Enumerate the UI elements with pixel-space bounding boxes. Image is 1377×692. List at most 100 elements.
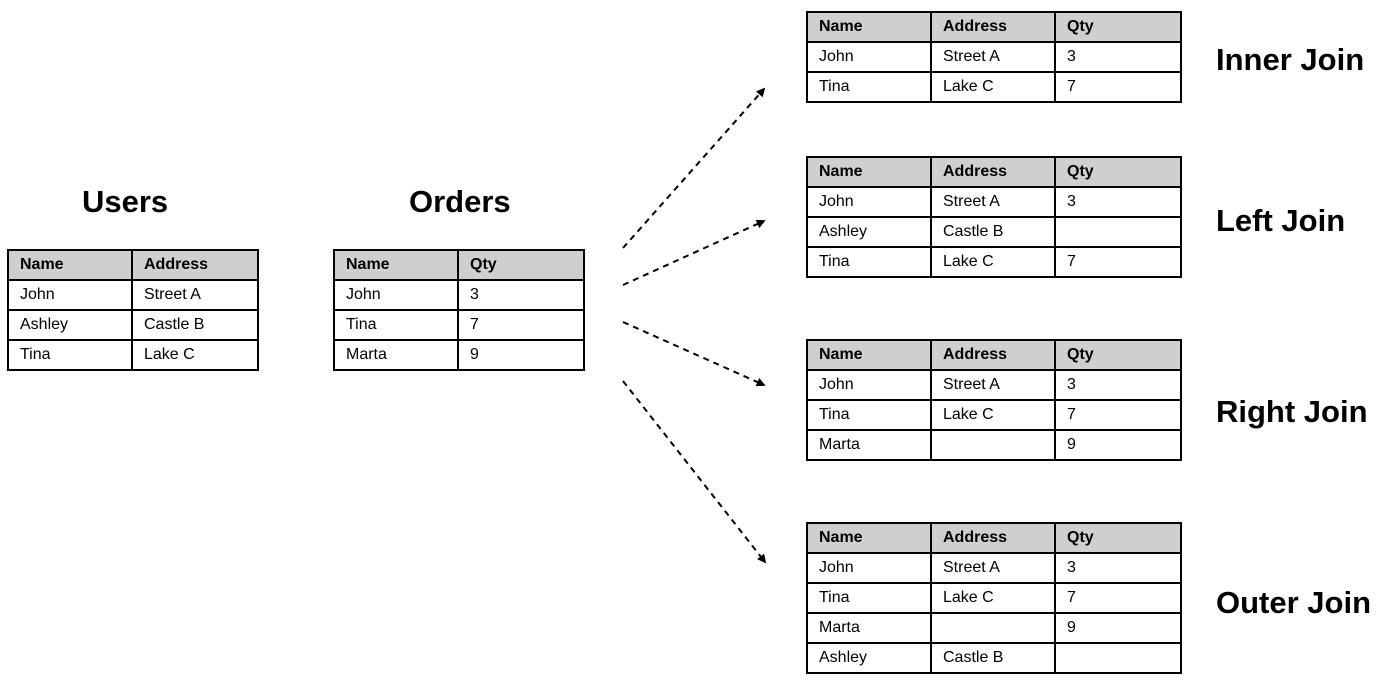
users-table: Name Address John Street A Ashley Castle… bbox=[7, 249, 259, 371]
table-cell bbox=[930, 612, 1056, 644]
column-header: Name bbox=[806, 156, 932, 188]
column-header: Qty bbox=[457, 249, 585, 281]
table-cell: Marta bbox=[333, 339, 459, 371]
column-header: Qty bbox=[1054, 339, 1182, 371]
table-cell bbox=[1054, 642, 1182, 674]
table-header-row: Name Address Qty bbox=[806, 339, 1182, 371]
column-header: Name bbox=[333, 249, 459, 281]
arrow-right-join bbox=[622, 321, 766, 387]
table-row: John Street A 3 bbox=[806, 552, 1182, 584]
table-row: Marta 9 bbox=[806, 612, 1182, 644]
table-cell: Street A bbox=[930, 41, 1056, 73]
right-join-table: Name Address Qty John Street A 3 Tina La… bbox=[806, 339, 1182, 461]
inner-join-table: Name Address Qty John Street A 3 Tina La… bbox=[806, 11, 1182, 103]
table-row: Ashley Castle B bbox=[806, 216, 1182, 248]
right-join-label: Right Join bbox=[1216, 394, 1368, 429]
table-cell: Ashley bbox=[806, 642, 932, 674]
table-row: Ashley Castle B bbox=[7, 309, 259, 341]
users-title: Users bbox=[82, 184, 169, 219]
table-cell: 3 bbox=[1054, 41, 1182, 73]
table-row: John Street A bbox=[7, 279, 259, 311]
table-cell: Street A bbox=[930, 552, 1056, 584]
table-header-row: Name Qty bbox=[333, 249, 585, 281]
table-header-row: Name Address Qty bbox=[806, 522, 1182, 554]
table-row: Tina Lake C 7 bbox=[806, 71, 1182, 103]
table-cell: Street A bbox=[930, 186, 1056, 218]
table-cell: Lake C bbox=[930, 71, 1056, 103]
orders-title: Orders bbox=[409, 184, 511, 219]
column-header: Address bbox=[131, 249, 259, 281]
table-cell: Ashley bbox=[806, 216, 932, 248]
table-header-row: Name Address bbox=[7, 249, 259, 281]
arrow-outer-join bbox=[622, 380, 767, 564]
table-cell: 3 bbox=[1054, 552, 1182, 584]
outer-join-label: Outer Join bbox=[1216, 585, 1372, 620]
left-join-table: Name Address Qty John Street A 3 Ashley … bbox=[806, 156, 1182, 278]
table-cell: Lake C bbox=[930, 399, 1056, 431]
outer-join-table: Name Address Qty John Street A 3 Tina La… bbox=[806, 522, 1182, 674]
table-cell: 7 bbox=[1054, 399, 1182, 431]
table-cell: 9 bbox=[1054, 612, 1182, 644]
table-cell: Street A bbox=[131, 279, 259, 311]
table-cell: 3 bbox=[457, 279, 585, 311]
column-header: Name bbox=[806, 522, 932, 554]
table-row: Tina Lake C 7 bbox=[806, 246, 1182, 278]
table-cell: Castle B bbox=[131, 309, 259, 341]
column-header: Address bbox=[930, 11, 1056, 43]
table-row: Tina 7 bbox=[333, 309, 585, 341]
table-cell: 7 bbox=[457, 309, 585, 341]
column-header: Address bbox=[930, 156, 1056, 188]
table-cell: Ashley bbox=[7, 309, 133, 341]
table-row: Marta 9 bbox=[333, 339, 585, 371]
column-header: Qty bbox=[1054, 156, 1182, 188]
table-cell: John bbox=[333, 279, 459, 311]
inner-join-label: Inner Join bbox=[1216, 42, 1365, 77]
column-header: Address bbox=[930, 522, 1056, 554]
orders-table: Name Qty John 3 Tina 7 Marta 9 bbox=[333, 249, 585, 371]
table-cell: 9 bbox=[1054, 429, 1182, 461]
arrow-left-join bbox=[622, 219, 766, 286]
table-cell: 7 bbox=[1054, 71, 1182, 103]
table-cell: Tina bbox=[7, 339, 133, 371]
table-cell bbox=[1054, 216, 1182, 248]
table-row: Tina Lake C 7 bbox=[806, 399, 1182, 431]
table-cell: Tina bbox=[806, 71, 932, 103]
table-cell bbox=[930, 429, 1056, 461]
table-cell: Tina bbox=[806, 582, 932, 614]
table-cell: John bbox=[7, 279, 133, 311]
table-cell: Tina bbox=[333, 309, 459, 341]
column-header: Qty bbox=[1054, 11, 1182, 43]
table-cell: 3 bbox=[1054, 186, 1182, 218]
table-cell: Marta bbox=[806, 612, 932, 644]
table-cell: Castle B bbox=[930, 642, 1056, 674]
table-cell: Tina bbox=[806, 399, 932, 431]
table-cell: Marta bbox=[806, 429, 932, 461]
table-row: Tina Lake C bbox=[7, 339, 259, 371]
table-cell: Castle B bbox=[930, 216, 1056, 248]
table-cell: Street A bbox=[930, 369, 1056, 401]
column-header: Name bbox=[806, 339, 932, 371]
column-header: Name bbox=[7, 249, 133, 281]
table-cell: Lake C bbox=[930, 246, 1056, 278]
table-row: John Street A 3 bbox=[806, 369, 1182, 401]
table-cell: Lake C bbox=[131, 339, 259, 371]
table-header-row: Name Address Qty bbox=[806, 156, 1182, 188]
arrow-inner-join bbox=[622, 87, 766, 249]
table-cell: 7 bbox=[1054, 582, 1182, 614]
table-cell: John bbox=[806, 186, 932, 218]
column-header: Name bbox=[806, 11, 932, 43]
table-cell: Tina bbox=[806, 246, 932, 278]
table-cell: Lake C bbox=[930, 582, 1056, 614]
left-join-label: Left Join bbox=[1216, 203, 1346, 238]
table-cell: John bbox=[806, 552, 932, 584]
table-row: Marta 9 bbox=[806, 429, 1182, 461]
table-row: Tina Lake C 7 bbox=[806, 582, 1182, 614]
table-row: Ashley Castle B bbox=[806, 642, 1182, 674]
table-cell: 9 bbox=[457, 339, 585, 371]
column-header: Address bbox=[930, 339, 1056, 371]
table-cell: John bbox=[806, 41, 932, 73]
table-row: John Street A 3 bbox=[806, 186, 1182, 218]
column-header: Qty bbox=[1054, 522, 1182, 554]
table-cell: 3 bbox=[1054, 369, 1182, 401]
